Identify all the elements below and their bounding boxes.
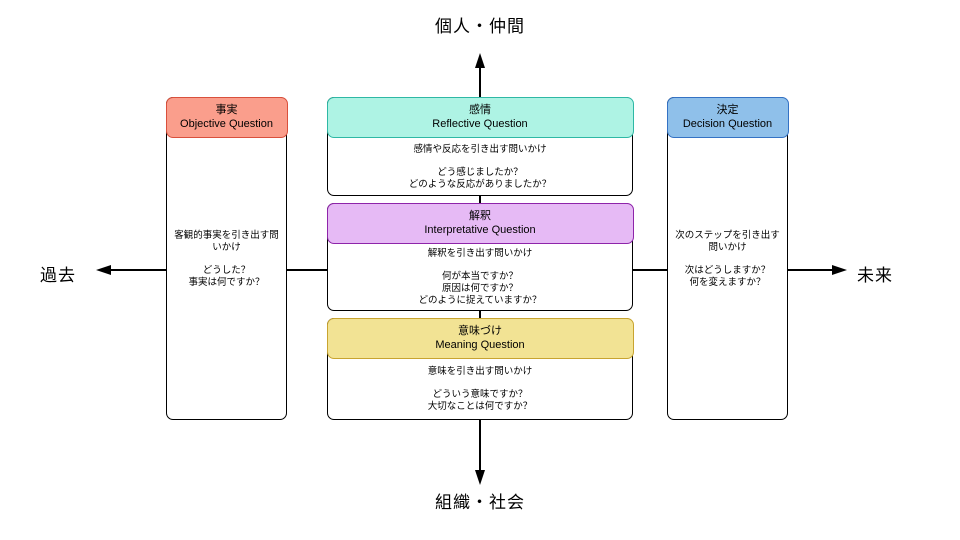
question-line: 大切なことは何ですか？ xyxy=(427,401,533,412)
box-title: 事実 xyxy=(215,104,238,116)
box-questions: どうした？ 事実は何ですか？ xyxy=(188,265,264,289)
box-description: 意味を引き出す問いかけ xyxy=(427,366,533,377)
box-decision-question: 決定 Decision Question 次のステップを引き出す問いかけ 次はど… xyxy=(666,96,789,420)
question-line: どういう意味ですか？ xyxy=(432,389,528,400)
box-decision-header: 決定 Decision Question xyxy=(666,96,789,138)
box-description: 次のステップを引き出す問いかけ xyxy=(675,229,780,253)
box-body: 意味を引き出す問いかけ どういう意味ですか？ 大切なことは何ですか？ xyxy=(328,360,632,419)
axis-label-future: 未来 xyxy=(857,266,893,285)
box-description: 客観的事実を引き出す問いかけ xyxy=(174,229,279,253)
question-line: 原因は何ですか？ xyxy=(441,283,518,294)
box-subtitle: Meaning Question xyxy=(435,339,525,351)
box-description: 解釈を引き出す問いかけ xyxy=(427,248,533,259)
axis-label-bottom: 組織・社会 xyxy=(435,493,525,512)
question-line: どう感じましたか？ xyxy=(437,166,523,178)
question-line: 何が本当ですか？ xyxy=(441,271,518,282)
question-line: 何を変えますか？ xyxy=(689,276,766,288)
box-body: 次のステップを引き出す問いかけ 次はどうしますか？ 何を変えますか？ xyxy=(668,139,787,419)
box-title: 解釈 xyxy=(469,210,491,222)
box-subtitle: Interpretative Question xyxy=(424,224,536,236)
down-arrowhead-icon xyxy=(475,470,485,485)
box-title: 感情 xyxy=(469,104,491,116)
box-title: 意味づけ xyxy=(458,325,502,337)
axis-label-top: 個人・仲間 xyxy=(435,17,525,36)
right-arrowhead-icon xyxy=(832,265,847,275)
question-line: どうした？ xyxy=(202,264,251,276)
box-body: 解釈を引き出す問いかけ 何が本当ですか？ 原因は何ですか？ どのように捉えていま… xyxy=(328,245,632,310)
box-objective-header: 事実 Objective Question xyxy=(165,96,288,138)
box-title: 決定 xyxy=(716,104,739,116)
box-description: 感情や反応を引き出す問いかけ xyxy=(413,143,547,155)
question-line: どのような反応がありましたか？ xyxy=(408,178,552,190)
box-meaning-header: 意味づけ Meaning Question xyxy=(326,317,634,359)
axis-label-past: 過去 xyxy=(40,266,76,285)
box-questions: 何が本当ですか？ 原因は何ですか？ どのように捉えていますか？ xyxy=(418,271,541,307)
question-line: 事実は何ですか？ xyxy=(188,276,265,288)
box-interpretative-question: 解釈 Interpretative Question 解釈を引き出す問いかけ 何… xyxy=(326,202,634,311)
box-body: 客観的事実を引き出す問いかけ どうした？ 事実は何ですか？ xyxy=(167,139,286,419)
box-reflective-header: 感情 Reflective Question xyxy=(326,96,634,138)
question-line: どのように捉えていますか？ xyxy=(418,295,542,306)
box-objective-question: 事実 Objective Question 客観的事実を引き出す問いかけ どうし… xyxy=(165,96,288,420)
box-subtitle: Decision Question xyxy=(682,118,773,130)
box-questions: どう感じましたか？ どのような反応がありましたか？ xyxy=(409,167,552,191)
box-interpretative-header: 解釈 Interpretative Question xyxy=(326,202,634,244)
question-line: 次はどうしますか？ xyxy=(684,264,771,276)
box-questions: 次はどうしますか？ 何を変えますか？ xyxy=(685,265,771,289)
box-subtitle: Reflective Question xyxy=(432,118,528,130)
up-arrowhead-icon xyxy=(475,53,485,68)
box-reflective-question: 感情 Reflective Question 感情や反応を引き出す問いかけ どう… xyxy=(326,96,634,196)
box-subtitle: Objective Question xyxy=(180,118,273,130)
box-meaning-question: 意味づけ Meaning Question 意味を引き出す問いかけ どういう意味… xyxy=(326,317,634,420)
box-questions: どういう意味ですか？ 大切なことは何ですか？ xyxy=(428,389,533,413)
box-body: 感情や反応を引き出す問いかけ どう感じましたか？ どのような反応がありましたか？ xyxy=(328,139,632,195)
left-arrowhead-icon xyxy=(96,265,111,275)
